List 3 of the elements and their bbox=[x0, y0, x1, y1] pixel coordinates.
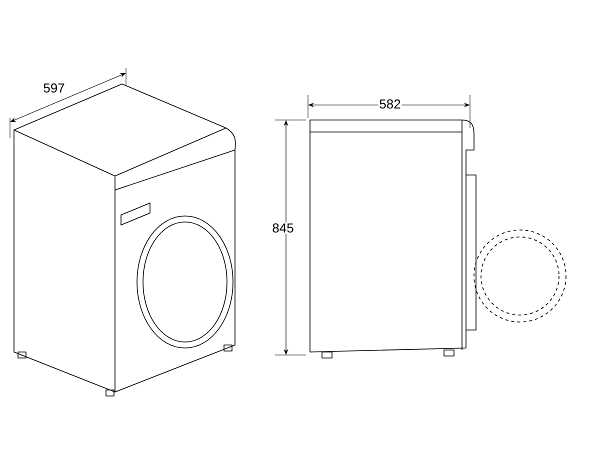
dimension-label: 597 bbox=[42, 82, 66, 94]
dimension-label: 582 bbox=[378, 98, 402, 110]
dimension-label: 845 bbox=[271, 222, 295, 234]
